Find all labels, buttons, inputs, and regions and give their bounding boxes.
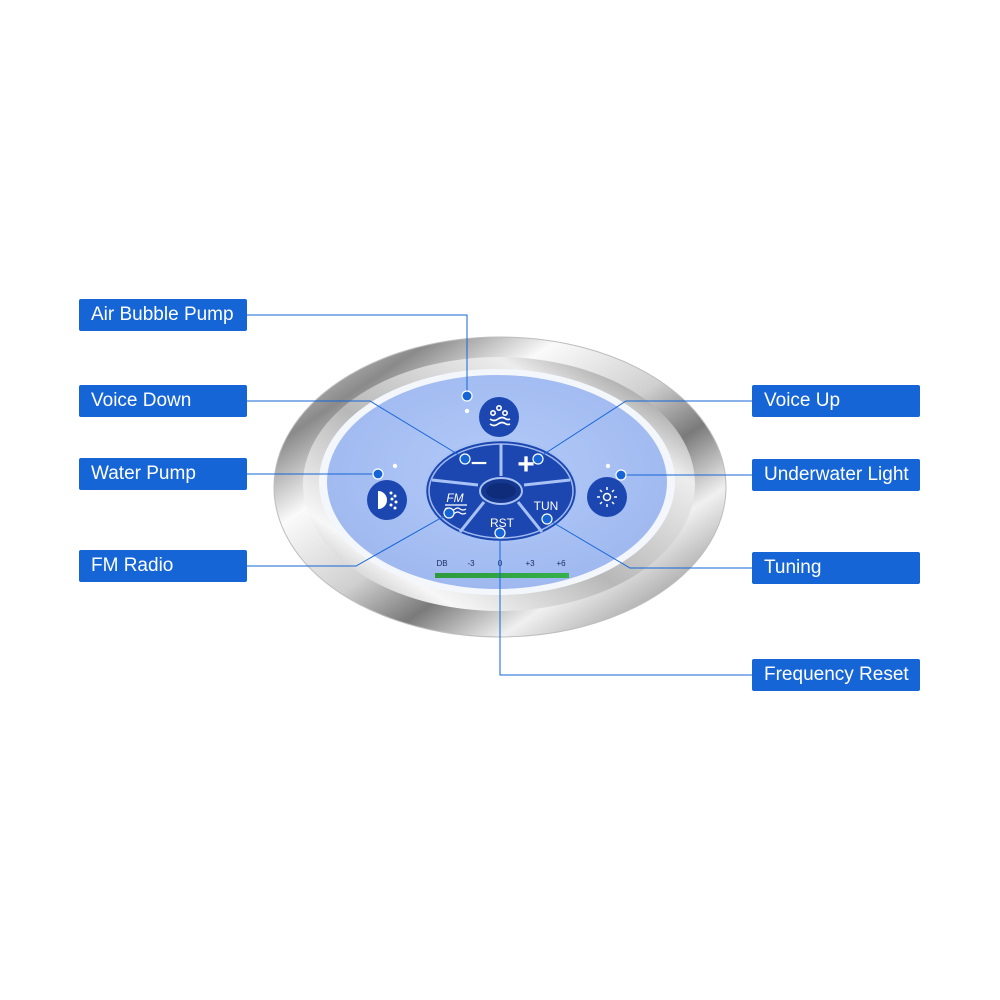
leader-dot	[541, 513, 553, 525]
tuning-button[interactable]: TUN	[534, 499, 559, 513]
light-bulb-icon	[597, 487, 617, 507]
leader-lines	[247, 314, 752, 676]
underwater-light-button[interactable]	[587, 477, 627, 517]
cluster-dividers	[431, 444, 571, 533]
indicator-led	[464, 408, 470, 414]
leader-dot	[494, 527, 506, 539]
minus-button[interactable]: −	[470, 447, 488, 480]
db-scale-tick: +3	[525, 559, 535, 568]
indicator-led	[605, 463, 611, 469]
leader-dots	[372, 390, 627, 539]
indicator-led	[392, 463, 398, 469]
air-bubble-icon	[489, 404, 511, 427]
air-bubble-pump-label: Air Bubble Pump	[79, 299, 247, 331]
leader-dot	[461, 390, 473, 402]
leader-dot	[459, 453, 471, 465]
leader-dot	[615, 469, 627, 481]
leader-dot	[372, 468, 384, 480]
leader-dot	[443, 507, 455, 519]
fm-radio-label: FM Radio	[79, 550, 247, 582]
level-meter-bar	[435, 573, 569, 578]
leader-dot	[532, 453, 544, 465]
db-scale-tick: -3	[467, 559, 475, 568]
water-pump-label: Water Pump	[79, 458, 247, 490]
db-scale-label: DB	[436, 559, 447, 568]
reset-button[interactable]: RST	[490, 516, 515, 530]
voice-up-label: Voice Up	[752, 385, 920, 417]
underwater-light-label: Underwater Light	[752, 459, 920, 491]
db-scale-tick: +6	[556, 559, 566, 568]
plus-button[interactable]: +	[517, 448, 535, 481]
fm-radio-button[interactable]: FM	[446, 491, 463, 505]
air-bubble-button[interactable]	[479, 397, 519, 437]
frequency-reset-label: Frequency Reset	[752, 659, 920, 691]
voice-down-label: Voice Down	[79, 385, 247, 417]
tuning-label: Tuning	[752, 552, 920, 584]
water-jet-icon	[378, 491, 398, 510]
